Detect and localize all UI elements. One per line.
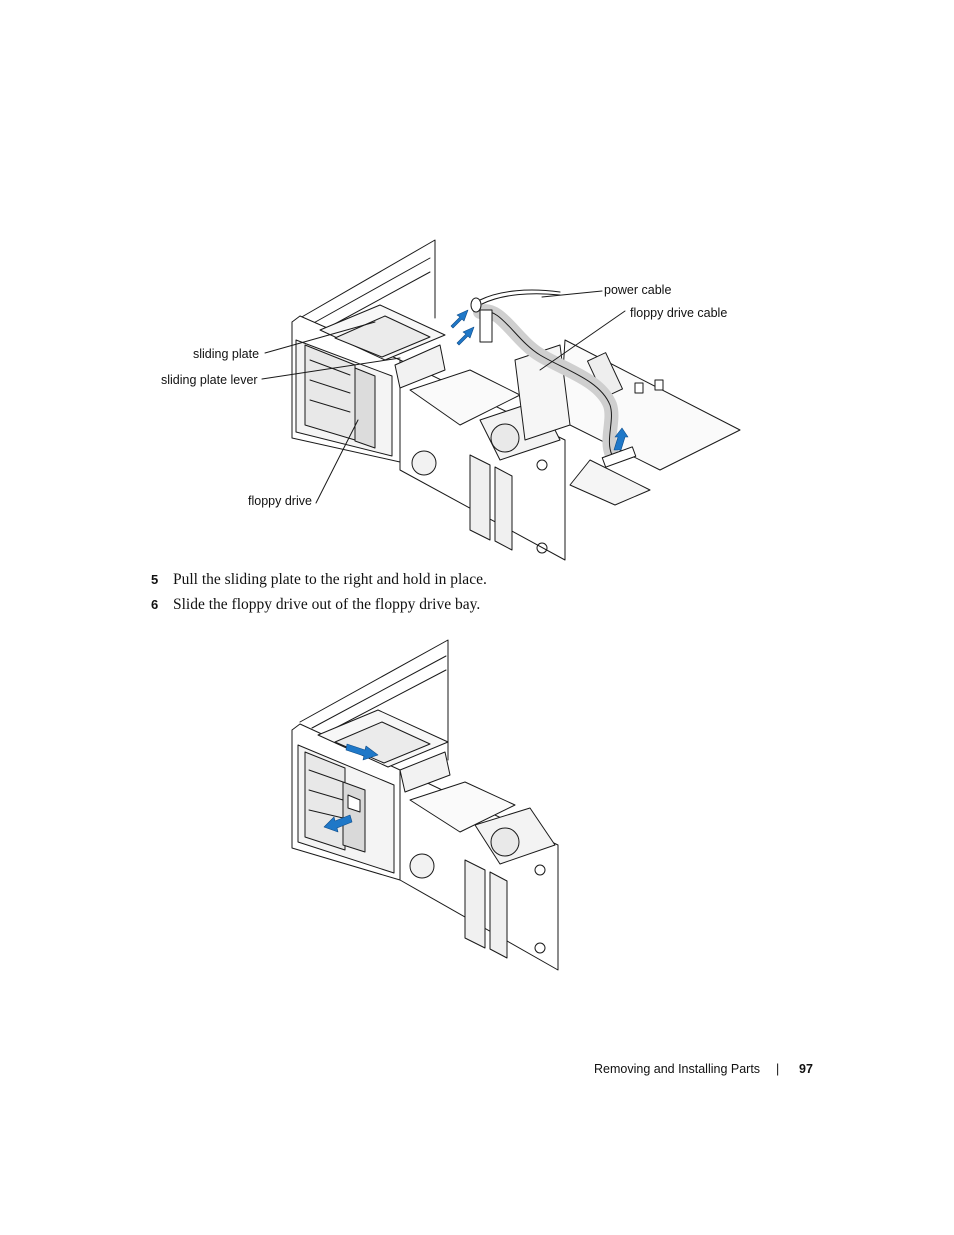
label-power-cable: power cable [604, 283, 672, 297]
label-floppy-drive-cable: floppy drive cable [630, 306, 728, 320]
step-text: Slide the floppy drive out of the floppy… [173, 596, 481, 613]
label-sliding-plate: sliding plate [193, 347, 260, 361]
label-sliding-plate-lever: sliding plate lever [161, 373, 258, 387]
footer-section-title: Removing and Installing Parts [594, 1062, 761, 1076]
step-5: 5 Pull the sliding plate to the right and… [151, 571, 487, 589]
step-number: 6 [151, 597, 159, 612]
step-6: 6 Slide the floppy drive out of the flopp… [151, 596, 480, 614]
step-number: 5 [151, 572, 159, 587]
footer-separator: | [776, 1062, 780, 1076]
label-floppy-drive: floppy drive [248, 494, 312, 508]
page-number: 97 [799, 1062, 813, 1076]
step-text: Pull the sliding plate to the right and … [173, 571, 487, 588]
